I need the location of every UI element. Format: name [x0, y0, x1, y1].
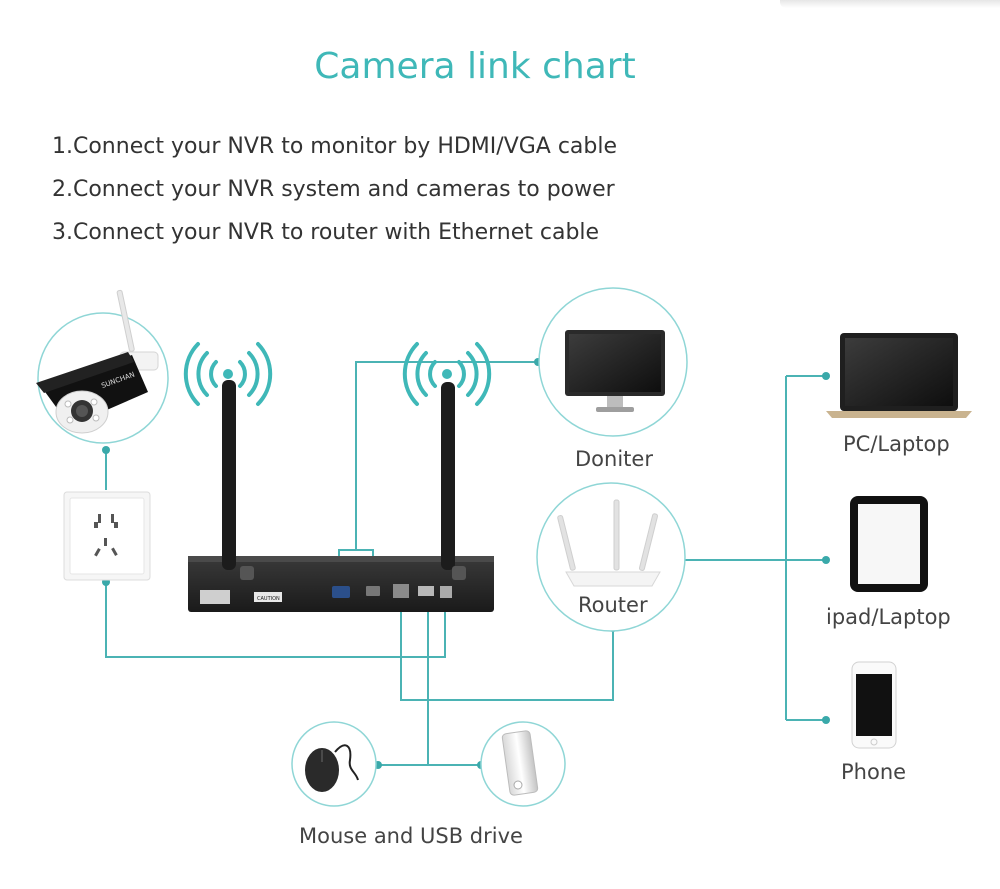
phone-icon — [852, 662, 896, 748]
power-outlet-icon — [64, 492, 150, 580]
phone-label: Phone — [841, 760, 906, 784]
pc-label: PC/Laptop — [843, 432, 950, 456]
nvr-icon: CAUTION — [188, 380, 494, 612]
camera-icon: SUNCHAN — [36, 290, 168, 443]
monitor-label: Doniter — [575, 447, 653, 471]
tablet-label: ipad/Laptop — [826, 605, 951, 629]
monitor-icon — [539, 288, 687, 436]
tablet-icon — [850, 496, 928, 592]
peripherals-label: Mouse and USB drive — [299, 824, 523, 848]
laptop-icon — [826, 333, 972, 418]
router-label: Router — [578, 593, 648, 617]
nvr-caution-text: CAUTION — [257, 596, 280, 602]
mouse-icon — [292, 722, 376, 806]
usb-drive-icon — [481, 722, 565, 806]
